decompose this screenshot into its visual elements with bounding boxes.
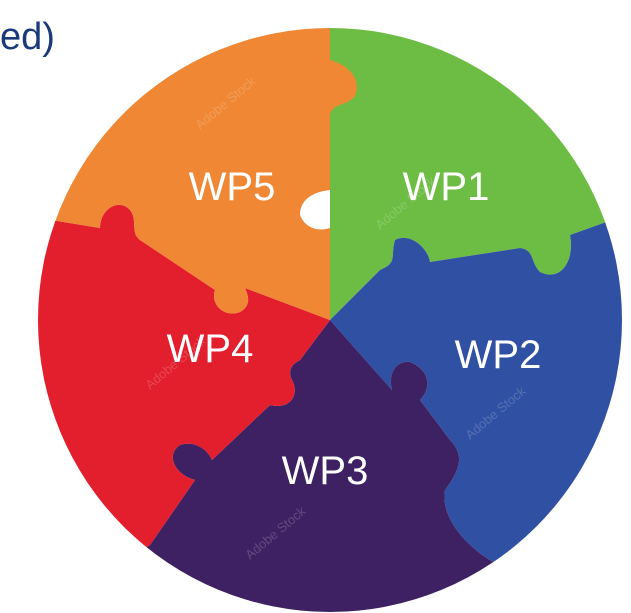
wp4-label: WP4 — [167, 327, 254, 371]
wp2-label: WP2 — [455, 333, 542, 377]
title-fragment: ed) — [0, 16, 55, 58]
wp5-label: WP5 — [189, 165, 276, 209]
wp3-label: WP3 — [282, 449, 369, 493]
wp1-label: WP1 — [403, 165, 490, 209]
